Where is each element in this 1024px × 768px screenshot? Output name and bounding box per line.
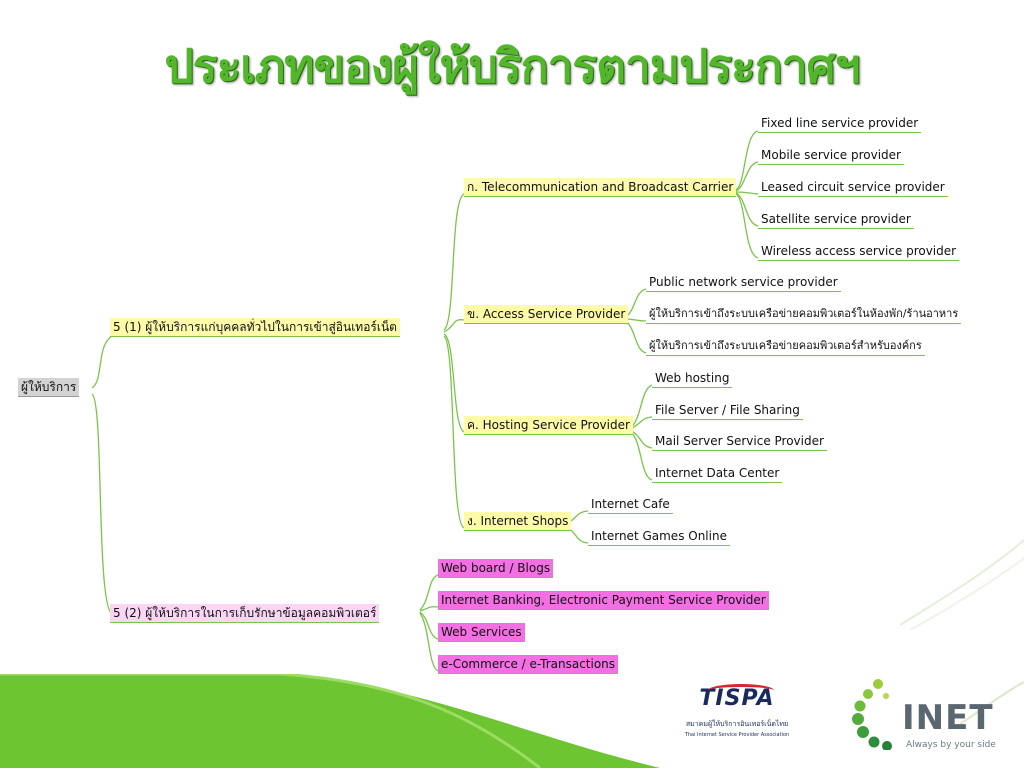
leaf-public-network: Public network service provider [646, 273, 841, 292]
connector-cat1-2 [623, 319, 647, 354]
connector-cat2-1 [629, 416, 653, 430]
right-deco-lines [900, 539, 1024, 630]
tispa-swoosh-icon [708, 684, 774, 697]
level1-public-internet-access: 5 (1) ผู้ให้บริการแก่บุคคลทั่วไปในการเข้… [110, 318, 400, 337]
storage-internet-banking: Internet Banking, Electronic Payment Ser… [438, 591, 769, 610]
leaf-mobile: Mobile service provider [758, 146, 904, 165]
leaf-fixed-line: Fixed line service provider [758, 114, 922, 133]
connector-l1b-0 [419, 574, 439, 611]
level1-data-storage: 5 (2) ผู้ให้บริการในการเก็บรักษาข้อมูลคอ… [110, 604, 380, 623]
connector-l1b-2 [419, 611, 439, 640]
leaf-access-organization: ผู้ให้บริการเข้าถึงระบบเครือข่ายคอมพิวเต… [646, 337, 925, 356]
tispa-english-name: Thai Internet Service Provider Associati… [684, 732, 790, 738]
inet-tagline: Always by your side [906, 740, 996, 750]
leaf-web-hosting: Web hosting [652, 369, 733, 388]
connector-l1a-cat0 [443, 193, 465, 331]
connector-l1b-3 [419, 612, 439, 672]
category-access-provider: ข. Access Service Provider [464, 305, 629, 324]
leaf-mail-server: Mail Server Service Provider [652, 432, 827, 451]
footer-green-swoosh [0, 674, 1024, 768]
tispa-logo: TISPA สมาคมผู้ให้บริการอินเทอร์เน็ตไทย T… [672, 676, 802, 756]
inet-wordmark: INET [902, 698, 994, 738]
category-hosting-provider: ค. Hosting Service Provider [464, 416, 633, 435]
connector-cat0-1 [735, 161, 759, 192]
storage-web-services: Web Services [438, 623, 525, 642]
leaf-access-room-restaurant: ผู้ให้บริการเข้าถึงระบบเครือข่ายคอมพิวเต… [646, 305, 962, 324]
leaf-file-server: File Server / File Sharing [652, 401, 803, 420]
connector-l1a-cat2 [443, 333, 465, 433]
leaf-data-center: Internet Data Center [652, 464, 783, 483]
leaf-internet-games: Internet Games Online [588, 527, 730, 546]
connector-cat0-3 [735, 192, 759, 227]
tispa-thai-name: สมาคมผู้ให้บริการอินเทอร์เน็ตไทย [685, 720, 789, 728]
connector-cat0-0 [735, 130, 759, 191]
page-title: ประเภทของผู้ให้บริการตามประกาศฯ [164, 39, 861, 93]
connector-cat2-3 [629, 430, 653, 481]
connector-cat2-2 [629, 429, 653, 449]
inet-logo: INET Always by your side [850, 678, 1010, 758]
leaf-leased-circuit: Leased circuit service provider [758, 178, 948, 197]
storage-web-board: Web board / Blogs [438, 559, 554, 578]
connector-l1a-cat3 [443, 335, 465, 529]
connector-cat0-2 [735, 191, 759, 195]
root-node: ผู้ให้บริการ [18, 378, 80, 397]
inet-dots-icon [852, 679, 892, 750]
leaf-internet-cafe: Internet Cafe [588, 495, 673, 514]
leaf-wireless-access: Wireless access service provider [758, 242, 960, 261]
category-internet-shops: ง. Internet Shops [464, 512, 572, 531]
leaf-satellite: Satellite service provider [758, 210, 914, 229]
storage-e-commerce: e-Commerce / e-Transactions [438, 655, 619, 674]
connector-root-l1b [91, 393, 113, 615]
connector-cat0-4 [735, 193, 759, 259]
connector-l1b-1 [419, 606, 439, 612]
connector-root-l1a [91, 335, 113, 389]
category-telecom-carrier: ก. Telecommunication and Broadcast Carri… [464, 178, 737, 197]
connector-l1a-cat1 [443, 319, 465, 333]
